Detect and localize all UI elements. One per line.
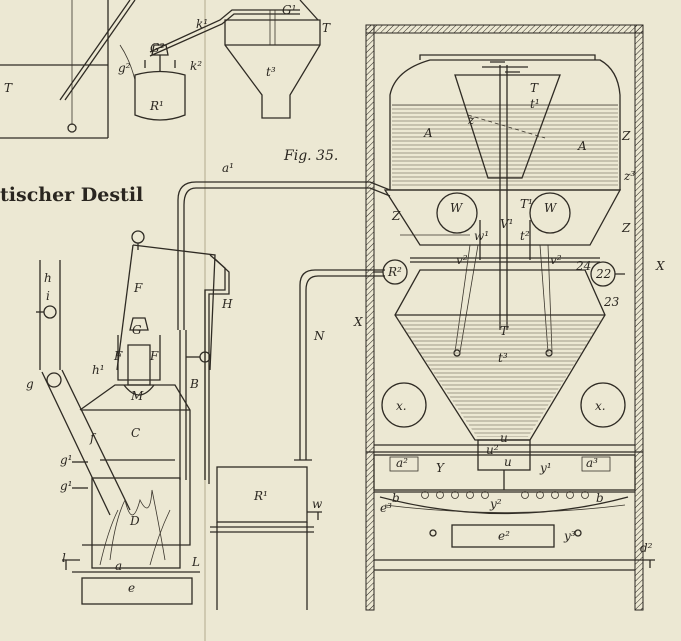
label-u-top: u — [500, 431, 508, 445]
receiver-r1-top — [119, 44, 186, 121]
label-h1: h¹ — [92, 363, 105, 377]
label-T-top: T — [530, 81, 539, 95]
label-Y: Y — [436, 461, 445, 475]
label-F-left: F — [113, 349, 123, 363]
label-h: h — [44, 271, 52, 285]
label-l: l — [62, 551, 66, 565]
right-apparatus — [365, 24, 655, 611]
pipe-n — [294, 269, 385, 461]
label-z3: z³ — [623, 169, 635, 183]
label-G2: G² — [150, 41, 165, 55]
label-u-bottom: u — [504, 455, 512, 469]
pipe-h — [204, 254, 230, 484]
label-G1-top: G¹ — [282, 3, 296, 17]
label-n23: 23 — [603, 295, 620, 309]
label-X-right: X — [655, 259, 665, 273]
label-y1: y¹ — [539, 461, 552, 475]
figure-label: Fig. 35. — [283, 148, 338, 164]
label-T-lower: T — [500, 324, 509, 338]
label-t3-hopper: t³ — [266, 65, 276, 79]
top-left-apparatus — [0, 0, 300, 139]
label-a1: a¹ — [222, 161, 234, 175]
label-i: i — [46, 289, 50, 303]
label-T-top-left: T — [4, 81, 13, 95]
label-H: H — [221, 297, 233, 311]
label-n24: 24 — [575, 259, 591, 273]
label-N: N — [313, 329, 325, 343]
tank-r1 — [210, 466, 322, 610]
label-t1: t¹ — [530, 97, 540, 111]
pipe-a1 — [177, 181, 391, 330]
label-M: M — [130, 389, 144, 403]
still-column — [36, 230, 216, 605]
label-Z-left: Z — [391, 209, 401, 223]
label-W-left: W — [450, 201, 464, 215]
label-C: C — [131, 426, 140, 440]
label-a2: a² — [396, 456, 408, 470]
label-g: g — [26, 377, 34, 391]
label-x-right: x. — [595, 399, 606, 413]
label-A-right: A — [577, 139, 587, 153]
label-g1-b: g¹ — [60, 479, 73, 493]
label-G-still: G — [132, 323, 142, 337]
label-R1-tank: R¹ — [253, 489, 268, 503]
label-g2: g² — [118, 61, 131, 75]
label-T-hopper: T — [322, 21, 331, 35]
label-B: B — [189, 377, 199, 391]
label-F-right: F — [149, 349, 159, 363]
label-x-left: x. — [396, 399, 407, 413]
label-z: z — [467, 113, 475, 127]
label-R1-top: R¹ — [149, 99, 164, 113]
label-D: D — [129, 514, 140, 528]
label-k2: k² — [190, 59, 202, 73]
label-A-left: A — [423, 126, 433, 140]
label-L: L — [191, 555, 200, 569]
label-e: e — [128, 581, 135, 595]
label-t3-lower: t³ — [498, 351, 508, 365]
label-w: w — [312, 497, 323, 511]
label-v-left: v² — [456, 253, 468, 267]
label-v-right: v² — [550, 253, 562, 267]
label-a-base: a — [115, 559, 122, 573]
label-F-upper: F — [133, 281, 143, 295]
label-a3: a³ — [586, 456, 598, 470]
label-y2: y² — [489, 497, 502, 511]
label-R2: R² — [387, 265, 402, 279]
label-e3: e³ — [380, 501, 392, 515]
label-e2: e² — [498, 529, 510, 543]
label-Z-right-top: Z — [621, 129, 631, 143]
label-y3: y³ — [563, 529, 576, 543]
label-W-right: W — [544, 201, 558, 215]
label-u2: u² — [486, 443, 499, 457]
label-g1-a: g¹ — [60, 453, 73, 467]
label-T1: T¹ — [520, 197, 533, 211]
label-b-left: b — [392, 491, 400, 505]
label-Z-right-mid: Z — [621, 221, 631, 235]
label-k1: k¹ — [196, 17, 208, 31]
grate-openings — [421, 491, 589, 499]
label-X-left: X — [353, 315, 363, 329]
label-n22: 22 — [595, 267, 611, 281]
plate-title-fragment: tischer Destil — [0, 184, 143, 206]
part-labels: T k¹ G¹ T t³ G² g² k² R¹ a¹ h i g f F F … — [4, 3, 665, 595]
label-w1: w¹ — [474, 229, 489, 243]
label-f: f — [89, 431, 97, 445]
label-b-right: b — [596, 491, 604, 505]
label-V1: V¹ — [500, 217, 513, 231]
label-d2: d² — [640, 541, 653, 555]
label-t2: t² — [520, 229, 530, 243]
hopper-t3-top — [224, 0, 321, 119]
